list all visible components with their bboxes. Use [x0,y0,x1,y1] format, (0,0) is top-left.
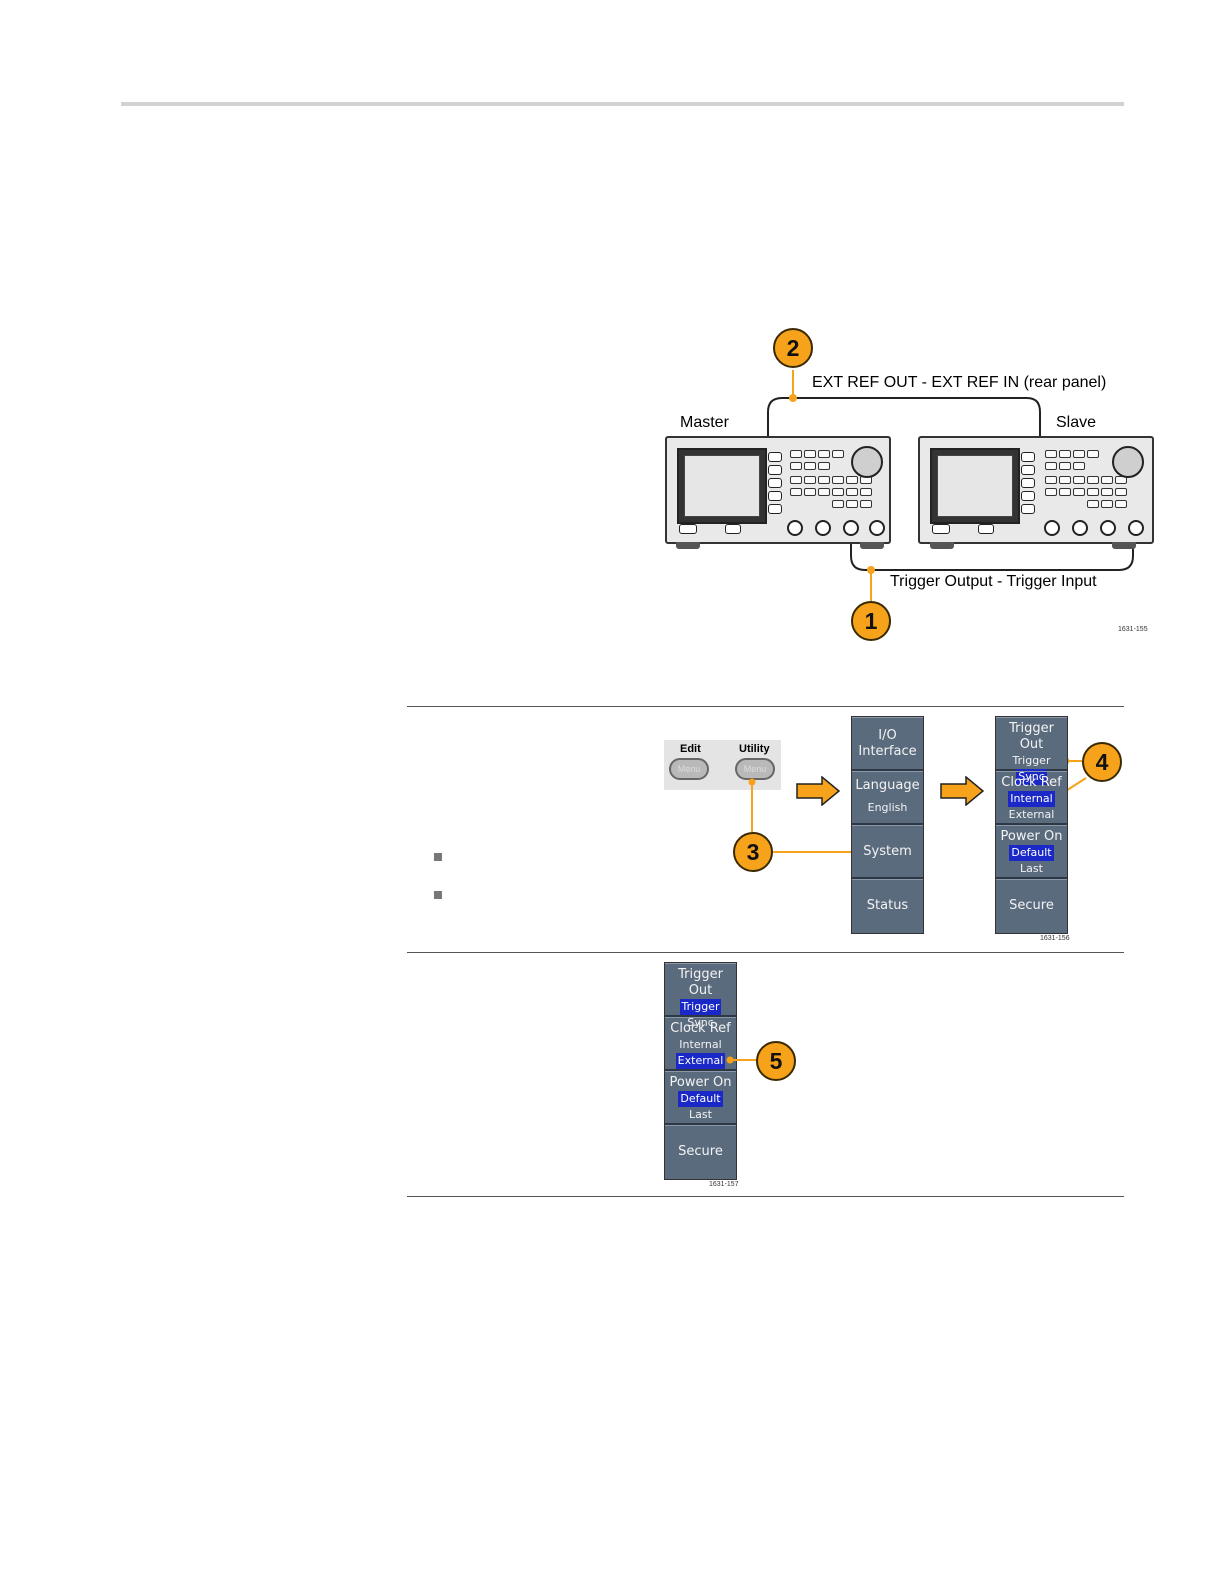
table-rule-middle [407,952,1124,953]
callout-1: 1 [851,601,891,641]
utility-menu-button[interactable]: Menu [735,758,775,780]
menu-trigger-out[interactable]: Trigger Out Trigger Sync [996,717,1067,785]
slave-knob [1112,446,1144,478]
callout-4: 4 [1082,742,1122,782]
list-bullet [434,853,442,861]
menu-clock-ref[interactable]: Clock Ref Internal External [996,771,1067,825]
selected-option: Default [678,1091,723,1107]
selected-option: Default [1009,845,1054,861]
edit-label: Edit [680,743,701,755]
callout-3: 3 [733,832,773,872]
utility-label: Utility [739,743,770,755]
ext-ref-label: EXT REF OUT - EXT REF IN (rear panel) [812,374,1107,391]
menu-power-on[interactable]: Power On Default Last [996,825,1067,879]
selected-option: Trigger [679,999,722,1015]
callout-5: 5 [756,1041,796,1081]
menu-secure[interactable]: Secure [996,879,1067,933]
selected-option: External [675,1053,726,1069]
slave-instrument [918,436,1154,544]
edit-menu-button[interactable]: Menu [669,758,709,780]
menu-clock-ref[interactable]: Clock Ref Internal External [665,1017,736,1071]
right-arrow-icon [796,776,840,806]
callout-5-leader [726,1056,760,1064]
master-screen [677,448,767,524]
table-rule-top [407,706,1124,707]
utility-menu: I/O Interface Language English System St… [851,716,924,934]
system-menu-step4: Trigger Out Trigger Sync Clock Ref Inter… [995,716,1068,934]
selected-option: Sync [1016,769,1047,785]
menu-status[interactable]: Status [852,879,923,933]
cable-lines [767,370,1134,601]
trigger-label: Trigger Output - Trigger Input [890,573,1097,590]
header-rule [121,102,1124,106]
figure-number-156: 1631-156 [1040,935,1070,942]
master-label: Master [680,414,729,431]
selected-option: Internal [1008,791,1055,807]
menu-secure[interactable]: Secure [665,1125,736,1179]
menu-power-on[interactable]: Power On Default Last [665,1071,736,1125]
slave-screen [930,448,1020,524]
slave-label: Slave [1056,414,1097,431]
right-arrow-icon [940,776,984,806]
figure-number-155: 1631-155 [1118,626,1148,633]
figure-number-157: 1631-157 [709,1181,739,1188]
front-panel-buttons: Edit Utility Menu Menu [664,740,781,790]
list-bullet [434,891,442,899]
system-menu-step5: Trigger Out Trigger Sync Clock Ref Inter… [664,962,737,1180]
menu-language[interactable]: Language English [852,771,923,825]
master-knob [851,446,883,478]
callout-2: 2 [773,328,813,368]
menu-io-interface[interactable]: I/O Interface [852,717,923,771]
menu-system[interactable]: System [852,825,923,879]
master-instrument [665,436,891,544]
table-rule-bottom [407,1196,1124,1197]
menu-trigger-out[interactable]: Trigger Out Trigger Sync [665,963,736,1029]
